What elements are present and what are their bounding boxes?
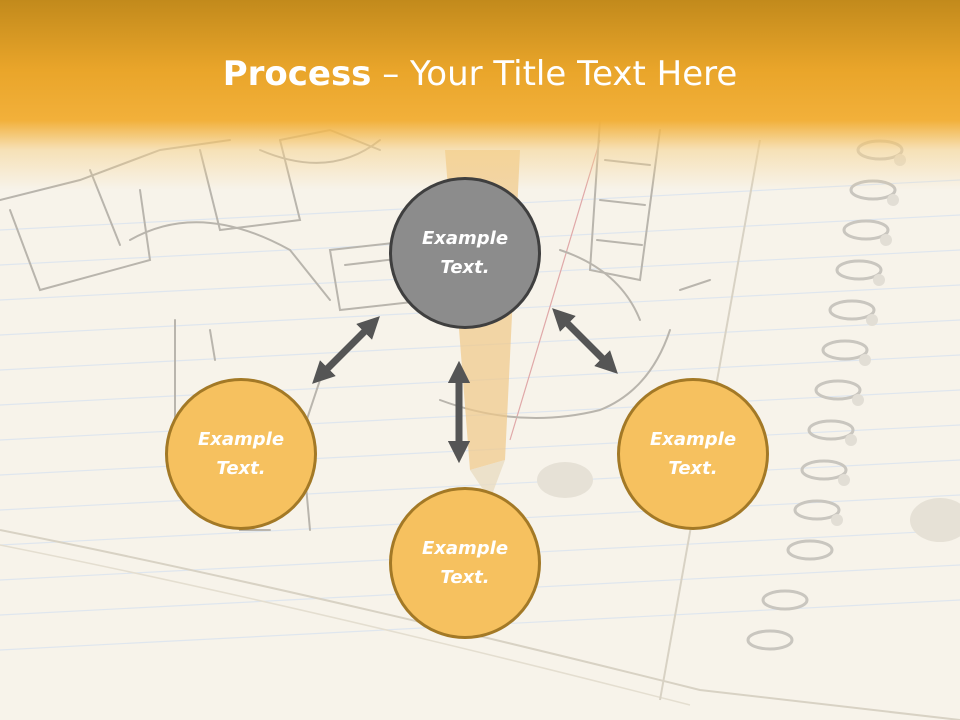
node-top: Example Text. [389,177,541,329]
arrow-top-right [552,308,618,374]
title-rest: – Your Title Text Here [371,54,738,94]
node-right-label: Example Text. [649,429,737,479]
title-bold-part: Process [222,54,372,94]
header-band [0,0,960,190]
node-bottom: Example Text. [389,487,541,639]
slide-title: Process – Your Title Text Here [0,52,960,96]
node-left-label: Example Text. [197,429,285,479]
node-top-label: Example Text. [421,228,509,278]
arrow-top-left [312,316,380,384]
node-bottom-label: Example Text. [421,538,509,588]
node-left: Example Text. [165,378,317,530]
node-right: Example Text. [617,378,769,530]
